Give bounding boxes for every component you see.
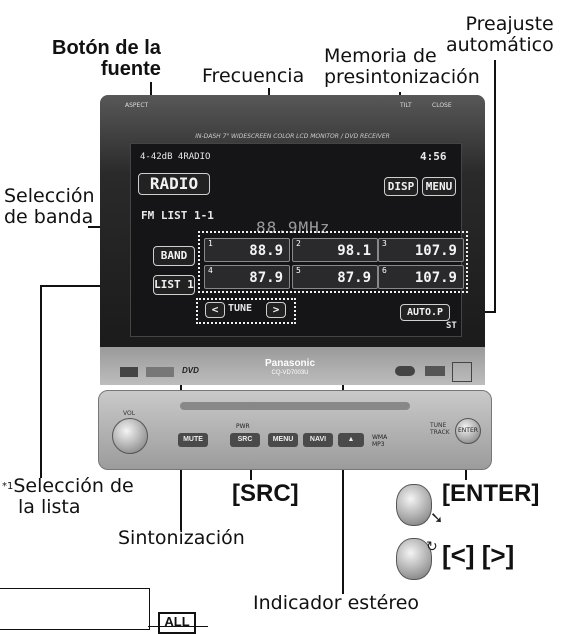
navi-button[interactable]: NAVI [303, 433, 333, 447]
push-arrow-icon: ➘ [430, 510, 444, 527]
list-select-line1: Selección de [13, 475, 134, 497]
footnote-marker: *1 [2, 481, 14, 492]
tune-highlight [196, 298, 296, 324]
preset-number: 1 [208, 239, 213, 248]
source-button-callout: Botón de la fuente [52, 38, 161, 80]
list-title: FM LIST 1-1 [141, 209, 214, 222]
aspect-label: ASPECT [125, 102, 149, 109]
rotate-arrow-icon: ↻ [426, 538, 438, 554]
preset-button-3[interactable]: 3 107.9 [378, 238, 464, 262]
preset-memory-line2: presintonización [324, 66, 480, 88]
arrows-key-label: [<] [>] [442, 540, 515, 570]
preset-frequency: 87.9 [249, 270, 283, 286]
stereo-indicator-callout: Indicador estéreo [253, 592, 420, 614]
band-select-line2: de banda [4, 206, 94, 228]
sat-logo-icon [395, 366, 415, 376]
source-button-callout-line1: Botón de la [52, 37, 161, 59]
close-label: CLOSE [432, 102, 452, 109]
certification-logo-icon [452, 362, 472, 382]
list-select-line2: la lista [18, 496, 81, 518]
preset-frequency: 87.9 [337, 270, 371, 286]
device-lower-panel [100, 347, 485, 385]
preset-frequency: 98.1 [337, 243, 371, 259]
band-button[interactable]: BAND [153, 246, 195, 266]
model-line: IN-DASH 7" WIDESCREEN COLOR LCD MONITOR … [195, 133, 390, 140]
band-select-callout: Selección de banda [4, 186, 95, 228]
clock: 4:56 [420, 150, 447, 163]
tune-left-button[interactable]: < [205, 302, 225, 318]
tune-right-button[interactable]: > [266, 302, 286, 318]
pwr-label: PWR [236, 423, 250, 430]
status-line: 4-42dB 4RADIO [140, 152, 211, 162]
src-key-label: [SRC] [232, 480, 299, 507]
tune-track-label: TUNE TRACK [430, 422, 450, 436]
stereo-indicator: ST [446, 321, 457, 331]
tune-label: TUNE [228, 303, 253, 314]
auto-preset-line2: automático [446, 34, 554, 56]
leader-list-v [40, 285, 42, 478]
wma-label: WMA MP3 [372, 434, 388, 448]
preset-number: 4 [208, 266, 213, 275]
volume-knob[interactable] [112, 418, 148, 454]
preset-number: 6 [382, 266, 387, 275]
eject-button[interactable]: ▲ [338, 433, 364, 447]
enter-knob-label: ENTER [458, 427, 478, 434]
srs-logo-icon [425, 366, 445, 376]
preset-memory-callout: Memoria de presintonización [324, 46, 480, 88]
auto-preset-line1: Preajuste [465, 13, 554, 35]
leader-list-h [40, 285, 152, 287]
brand-name: Panasonic [264, 358, 316, 369]
dial-rotate-icon [396, 538, 432, 580]
source-display-button[interactable]: RADIO [138, 173, 210, 195]
preset-frequency: 88.9 [249, 243, 283, 259]
auto-p-button[interactable]: AUTO.P [400, 304, 450, 321]
logo-badge-icon [120, 367, 138, 377]
source-button-callout-line2: fuente [100, 58, 161, 80]
preset-number: 3 [382, 239, 387, 248]
enter-key-label: [ENTER] [442, 480, 540, 507]
preset-memory-line1: Memoria de [324, 45, 437, 67]
list-button[interactable]: LIST 1 [153, 275, 195, 295]
logo-badge-icon [146, 367, 174, 377]
preset-button-6[interactable]: 6 107.9 [378, 265, 464, 289]
disp-button[interactable]: DISP [384, 177, 418, 196]
dvd-logo-icon: DVD [182, 366, 199, 375]
mute-button[interactable]: MUTE [178, 433, 208, 447]
faceplate-menu-button[interactable]: MENU [268, 433, 298, 447]
preset-highlight [198, 231, 468, 293]
vol-label: VOL [123, 410, 136, 417]
list-select-callout: *1Selección de la lista [2, 476, 134, 518]
preset-frequency: 107.9 [414, 270, 457, 286]
dial-push-icon [396, 484, 432, 526]
src-button[interactable]: SRC [230, 433, 260, 447]
band-select-line1: Selección [4, 185, 95, 207]
auto-preset-callout: Preajuste automático [446, 14, 554, 56]
disc-slot [180, 402, 410, 410]
leader-auto-h [474, 311, 496, 313]
enter-knob[interactable] [455, 418, 481, 444]
preset-number: 2 [296, 239, 301, 248]
preset-number: 5 [296, 266, 301, 275]
leader-auto-v [494, 60, 496, 312]
frequency-callout: Frecuencia [202, 65, 305, 87]
preset-frequency: 107.9 [414, 243, 457, 259]
tilt-label: TILT [400, 102, 412, 109]
model-name: CQ-VD7003U [271, 370, 309, 376]
menu-button[interactable]: MENU [422, 177, 456, 196]
all-badge: ALL [158, 612, 196, 634]
tuning-callout: Sintonización [118, 527, 245, 549]
